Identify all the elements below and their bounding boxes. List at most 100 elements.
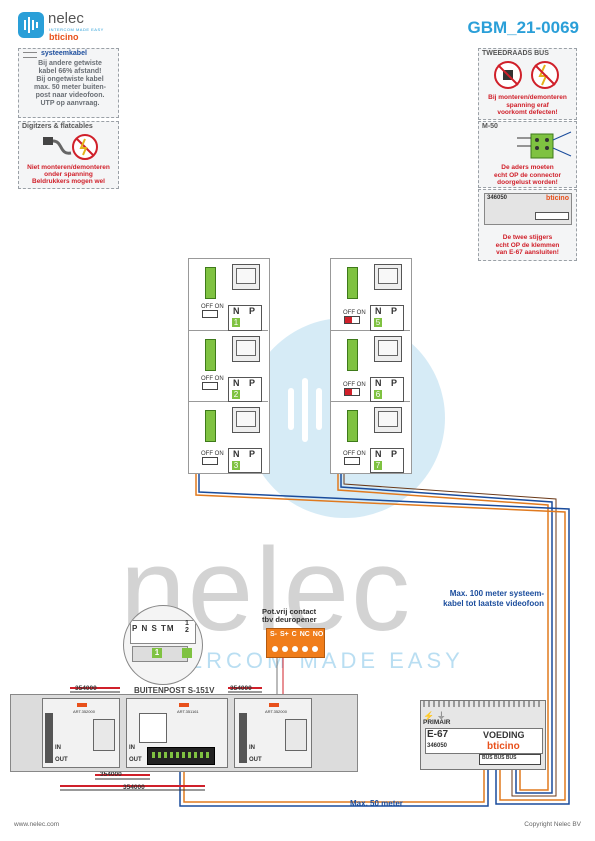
- footer-url[interactable]: www.nelec.com: [14, 821, 60, 828]
- contact-terminal: S+: [279, 631, 289, 638]
- monitor-p-label: P: [249, 306, 256, 316]
- module-brand-mark: [179, 703, 189, 707]
- note-line: Beldrukkers mogen wel: [32, 178, 105, 185]
- monitor-np-box: N P 6: [370, 377, 404, 402]
- cable-note-line: Max. 100 meter systeem-: [449, 589, 544, 598]
- supply-mini: 346050 bticino: [484, 193, 572, 225]
- monitor-switch-label: OFF ON: [201, 451, 224, 457]
- note-systeemkabel: systeemkabel Bij andere getwiste kabel 6…: [18, 48, 119, 118]
- monitor-switch[interactable]: [202, 310, 218, 318]
- module-code-label: 354000: [123, 784, 145, 791]
- monitor-terminal-block: [205, 339, 216, 371]
- monitor-n-label: N: [375, 378, 382, 388]
- supply-type: VOEDING: [483, 730, 525, 740]
- supply-mini-model: 346050: [487, 195, 508, 201]
- nelec-logo-icon: [18, 12, 44, 38]
- module-unit-code: ART.352000: [265, 709, 287, 714]
- monitor-unit: OFF ON N P 3: [188, 401, 268, 473]
- terminal-label: N: [141, 624, 149, 633]
- note-line: Niet monteren/demonteren: [27, 164, 110, 171]
- monitor-switch[interactable]: [344, 457, 360, 465]
- note-tweedraads-title: TWEEDRAADS BUS: [482, 50, 549, 57]
- supply-mini-terminals: [535, 212, 569, 220]
- note-m50: M-50 De aders moeten echt OP de connecto…: [478, 121, 577, 188]
- monitor-switch[interactable]: [202, 382, 218, 390]
- module-brand-mark: [269, 703, 279, 707]
- supply-name: E-67: [427, 729, 449, 740]
- note-line: echt OP de klemmen: [495, 241, 560, 249]
- note-line: Bij ongetwiste kabel: [36, 76, 104, 83]
- monitor-screen: [374, 336, 402, 362]
- monitor-unit: OFF ON N P 7: [330, 401, 410, 473]
- module-unit-code: ART.351161: [177, 709, 199, 714]
- monitor-np-box: N P 5: [370, 305, 404, 331]
- supply-mini-brand: bticino: [546, 195, 569, 202]
- cable-note-max100: Max. 100 meter systeem- kabel tot laatst…: [420, 589, 544, 609]
- outdoor-address: 1: [152, 648, 162, 658]
- cable-icon: [23, 52, 37, 58]
- note-line: spanning eraf: [506, 101, 549, 109]
- brand-tagline: INTERCOM MADE EASY: [49, 27, 104, 32]
- in-label: IN: [249, 745, 255, 751]
- brand-name: nelec: [48, 10, 84, 27]
- monitor-np-box: N P 7: [370, 448, 404, 473]
- monitor-screen: [232, 336, 260, 362]
- monitor-np-box: N P 3: [228, 448, 262, 473]
- supply-terminal-group: BUS: [493, 755, 505, 761]
- contact-terminal: S-: [270, 631, 277, 638]
- monitor-unit: OFF ON N P 6: [330, 330, 410, 402]
- note-line: onder spanning: [44, 171, 93, 178]
- partner-name: bticino: [49, 32, 79, 42]
- note-line: doorgelust worden!: [497, 179, 558, 186]
- monitor-terminal-block: [347, 267, 358, 299]
- note-line: De aders moeten: [501, 164, 554, 171]
- footer-copyright: Copyright Nelec BV: [524, 821, 581, 828]
- monitor-terminal-block: [347, 339, 358, 371]
- monitor-address: 5: [374, 318, 382, 327]
- monitor-p-label: P: [249, 449, 256, 459]
- cable-note-line: kabel tot laatste videofoon: [443, 599, 544, 608]
- monitor-terminal-block: [205, 267, 216, 299]
- monitor-switch-label: OFF ON: [343, 451, 366, 457]
- terminal-label: TM: [161, 624, 175, 633]
- monitor-p-label: P: [391, 306, 398, 316]
- module-brand-mark: [77, 703, 87, 707]
- outdoor-title: BUITENPOST S-151V: [134, 686, 215, 695]
- module-code-label: 354000: [75, 685, 97, 692]
- out-label: OUT: [129, 757, 142, 763]
- monitor-switch-label: OFF ON: [201, 304, 224, 310]
- note-line: UTP op aanvraag.: [40, 100, 100, 107]
- terminal-zoom: P N S TM 1 2 1: [123, 605, 203, 685]
- monitor-switch[interactable]: [202, 457, 218, 465]
- monitor-switch-label: OFF ON: [343, 382, 366, 388]
- note-tweedraads: TWEEDRAADS BUS Bij monteren/demonteren s…: [478, 48, 577, 120]
- monitor-n-label: N: [233, 449, 240, 459]
- no-power-icons: [494, 61, 559, 89]
- logo: nelec INTERCOM MADE EASY bticino: [18, 10, 118, 44]
- note-m50-title: M-50: [482, 123, 498, 130]
- module-code-label: 354000: [230, 685, 252, 692]
- module-code-label: 354000: [100, 771, 122, 778]
- note-line: kabel 66% afstand!: [38, 68, 102, 75]
- contact-title-line: tbv deuropener: [262, 615, 317, 624]
- contact-terminal: NO: [312, 631, 324, 638]
- note-systeemkabel-title: systeemkabel: [41, 50, 87, 57]
- monitor-unit: OFF ON N P 5: [330, 258, 410, 331]
- contact-terminal: NC: [299, 631, 310, 638]
- contact-screws: [272, 646, 318, 652]
- monitor-p-label: P: [391, 449, 398, 459]
- monitor-switch[interactable]: [344, 388, 360, 396]
- monitor-address: 6: [374, 390, 382, 399]
- supply-terminals: BUS BUS BUS: [479, 754, 541, 765]
- monitor-switch[interactable]: [344, 316, 360, 324]
- terminal-label: P: [132, 624, 139, 633]
- note-line: voorkomt defecten!: [497, 109, 558, 116]
- monitor-n-label: N: [233, 306, 240, 316]
- monitor-terminal-block: [205, 410, 216, 442]
- doc-id: GBM_21-0069: [467, 18, 579, 37]
- terminal-label: 2: [185, 627, 189, 634]
- terminal-labels: P N S TM: [132, 624, 175, 633]
- monitor-n-label: N: [233, 378, 240, 388]
- monitor-np-box: N P 2: [228, 377, 262, 402]
- note-digitizers: Digitzers & flatcables Niet monteren/dem…: [18, 121, 119, 189]
